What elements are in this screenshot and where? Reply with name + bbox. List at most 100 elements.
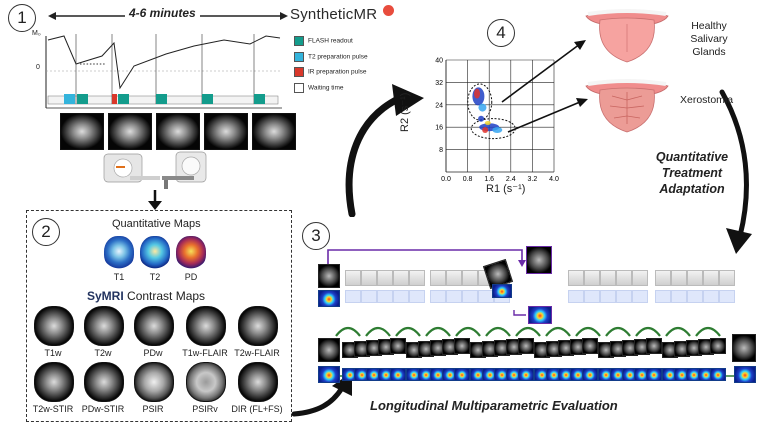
duration-label: 4-6 minutes [125, 6, 200, 20]
faded-map-tile [377, 290, 393, 303]
faded-scan-tile [584, 270, 600, 286]
contrast-label: PSIRv [192, 404, 218, 414]
contrast-label: T2w-STIR [32, 404, 74, 414]
mri-scanner-illustration [103, 151, 207, 189]
density-blob [474, 88, 481, 99]
weekly-scan-tile [646, 338, 662, 354]
faded-scan-tile [600, 270, 616, 286]
y-tick-label: 16 [435, 125, 443, 132]
weekly-scan-tile [390, 338, 406, 354]
faded-map-tile [462, 290, 478, 303]
faded-map-tile [719, 290, 735, 303]
contrast-maps-label: Contrast Maps [123, 289, 206, 303]
baseline-scan-top [318, 264, 340, 288]
y-tick-label: 32 [435, 80, 443, 87]
faded-scan-tile [393, 270, 409, 286]
y-tick-label: 8 [439, 147, 443, 154]
raw-scan-1 [60, 113, 104, 150]
interim-scan-highlight [526, 246, 552, 274]
sequence-diagram [45, 34, 282, 109]
adapt-label-2: Treatment [661, 166, 723, 180]
legend-label: Waiting time [308, 84, 344, 92]
outcome-xerostomia: Xerostomia [680, 94, 734, 106]
weekly-scan-tile [454, 338, 470, 354]
faded-map-tile [345, 290, 361, 303]
chart-ylabel: R2 (s⁻¹) [399, 92, 411, 132]
raw-scan-3 [156, 113, 200, 150]
contrast-label: T1w-FLAIR [182, 348, 228, 358]
faded-scan-tile [687, 270, 703, 286]
x-tick-label: 1.6 [484, 176, 494, 183]
contrast-t1w-flair [186, 306, 226, 346]
longitudinal-caption: Longitudinal Multiparametric Evaluation [370, 398, 618, 413]
step-4-badge: 4 [487, 19, 515, 47]
contrast-label: PDw [143, 348, 163, 358]
weekly-scan-tile [710, 338, 726, 354]
contrast-label: DIR (FL+FS) [231, 404, 283, 414]
final-scan [732, 334, 756, 362]
legend-item-waiting: Waiting time [294, 83, 368, 94]
faded-map-tile [409, 290, 425, 303]
contrast-label: PSIR [142, 404, 164, 414]
faded-scan-tile [361, 270, 377, 286]
raw-scan-4 [204, 113, 248, 150]
legend-label: IR preparation pulse [308, 69, 367, 77]
weekly-map-tile [646, 368, 662, 381]
contrast-label: PDw-STIR [81, 404, 125, 414]
step-3-badge: 3 [302, 222, 330, 250]
faded-map-tile [703, 290, 719, 303]
faded-scan-tile [719, 270, 735, 286]
pd-map [176, 236, 206, 270]
weekly-map-tile [518, 368, 534, 381]
density-blob [484, 121, 491, 125]
weekly-map-tile [710, 368, 726, 381]
legend-label: FLASH readout [308, 37, 353, 45]
contrast-pdw-stir [84, 362, 124, 402]
syntheticmr-wordmark: SyntheticMR [290, 6, 378, 23]
faded-scan-tile [446, 270, 462, 286]
contrast-psir [134, 362, 174, 402]
faded-map-tile [632, 290, 648, 303]
faded-map-tile [568, 290, 584, 303]
weekly-map-tile [390, 368, 406, 381]
panel-2-box [26, 210, 292, 422]
outcome-healthy: Healthy Salivary Glands [690, 20, 728, 58]
step-2-badge: 2 [32, 218, 60, 246]
symri-wordmark: SyMRI [87, 289, 124, 303]
x-tick-label: 0.8 [463, 176, 473, 183]
contrast-label: T2w [94, 348, 112, 358]
y-tick-label: 40 [435, 58, 443, 65]
quantitative-maps-title: Quantitative Maps [112, 218, 201, 230]
faded-map-tile [616, 290, 632, 303]
contrast-psirv [186, 362, 226, 402]
faded-map-tile [687, 290, 703, 303]
weekly-scan-tile [582, 338, 598, 354]
faded-map-tile [430, 290, 446, 303]
y-tick-label: 24 [435, 102, 443, 109]
legend-swatch [294, 51, 304, 62]
faded-map-tile [361, 290, 377, 303]
faded-scan-tile [703, 270, 719, 286]
faded-map-tile [584, 290, 600, 303]
contrast-label: T1w [44, 348, 62, 358]
sequence-legend: FLASH readout T2 preparation pulse IR pr… [294, 36, 368, 94]
faded-map-tile [655, 290, 671, 303]
faded-scan-tile [616, 270, 632, 286]
faded-map-tile [671, 290, 687, 303]
contrast-pdw [134, 306, 174, 346]
legend-item-flash: FLASH readout [294, 36, 368, 47]
axis-m0-label: M₀ [32, 30, 41, 37]
faded-scan-tile [409, 270, 425, 286]
x-tick-label: 2.4 [506, 176, 516, 183]
healthy-tongue-icon [585, 9, 669, 63]
weekly-map-tile [454, 368, 470, 381]
step-1-badge: 1 [8, 4, 36, 32]
syntheticmr-logo: SyntheticMR [290, 5, 394, 24]
curved-arrow-right [719, 89, 752, 254]
weekly-scan-tile [518, 338, 534, 354]
legend-item-ir: IR preparation pulse [294, 67, 368, 78]
x-tick-label: 0.0 [441, 176, 451, 183]
contrast-maps-title: SyMRI Contrast Maps [87, 289, 205, 303]
density-blob [492, 127, 503, 133]
faded-map-tile [446, 290, 462, 303]
